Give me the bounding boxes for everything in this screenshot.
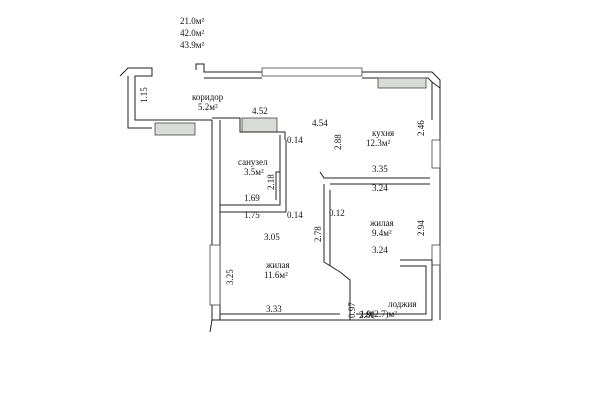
- loggia-name: лоджия: [388, 299, 417, 309]
- corridor-left-wall: [119, 67, 212, 121]
- total-area: 42.0м²: [180, 28, 204, 38]
- bottom-right-corner: [431, 81, 441, 89]
- kitchen-name: кухня: [372, 128, 394, 138]
- corridor-partition: [212, 117, 286, 140]
- bath-low-wall: [275, 171, 280, 200]
- living-area-total: 21.0м²: [180, 16, 204, 26]
- top-exterior-wall: [195, 63, 441, 320]
- bedroom-name: жилая: [369, 218, 394, 228]
- dim-corridor-depth: 1.15: [139, 87, 149, 103]
- dim-loggia-width: 2.80: [359, 310, 375, 320]
- dim-corridor-width: 4.52: [252, 106, 268, 116]
- dim-bedroom-side: 2.94: [416, 220, 426, 236]
- room-labels: коридор 5.2м² кухня 12.3м² санузел 3.5м²…: [192, 92, 417, 319]
- dim-kitchen-lower-b: 3.24: [372, 183, 388, 193]
- dim-partition-len: 2.78: [313, 226, 323, 242]
- dim-kitchen-depth-outer: 2.46: [416, 120, 426, 136]
- bathroom-area: 3.5м²: [244, 167, 264, 177]
- corridor-left-wall-inner: [127, 76, 152, 129]
- dim-kitchen-width: 4.54: [312, 118, 328, 128]
- living-area: 11.6м²: [264, 270, 288, 280]
- dimension-labels: 1.15 4.52 4.54 0.14 2.88 2.46 2.18 3.35 …: [139, 87, 426, 320]
- bath-right-wall-inner: [220, 140, 287, 213]
- bedroom-area: 9.4м²: [372, 228, 392, 238]
- bedroom-living-wall: [323, 184, 351, 320]
- dim-living-top: 3.05: [264, 232, 280, 242]
- loggia-area: 1.9(2.7)м²: [360, 309, 397, 319]
- dim-bedroom-bottom: 3.24: [372, 245, 388, 255]
- corridor-hatch-2: [241, 117, 278, 133]
- living-name: жилая: [265, 260, 290, 270]
- bathroom-name: санузел: [238, 157, 268, 167]
- dim-kitchen-depth-inner: 2.88: [333, 134, 343, 150]
- dim-wall-a: 0.14: [287, 135, 303, 145]
- loggia-wall: [350, 259, 433, 321]
- right-window-1: [431, 139, 441, 169]
- kitchen-area: 12.3м²: [366, 138, 390, 148]
- dim-bath-height: 2.18: [266, 174, 276, 190]
- dim-living-bottom: 3.33: [266, 304, 282, 314]
- dim-loggia-depth: 0.97: [347, 302, 357, 318]
- bath-right-wall: [220, 135, 281, 206]
- dim-wall-c: 0.12: [329, 208, 345, 218]
- dim-living-side: 3.25: [225, 269, 235, 285]
- corridor-hatch: [154, 122, 196, 136]
- area-summary: 21.0м² 42.0м² 43.9м²: [180, 16, 204, 50]
- kitchen-hatch: [377, 77, 427, 89]
- kitchen-bedroom-wall: [319, 171, 430, 179]
- right-window-2: [431, 244, 441, 266]
- corridor-name: коридор: [192, 92, 224, 102]
- dim-kitchen-lower-a: 3.35: [372, 164, 388, 174]
- total-area-with-loggia: 43.9м²: [180, 40, 204, 50]
- loggia-wall-inner: [356, 265, 427, 315]
- corridor-area: 5.2м²: [198, 102, 218, 112]
- dim-hall-width: 1.75: [244, 210, 260, 220]
- dim-bath-width: 1.69: [244, 193, 260, 203]
- walls: [119, 63, 441, 333]
- top-window: [261, 67, 363, 77]
- dim-wall-b: 0.14: [287, 210, 303, 220]
- left-window: [209, 244, 221, 306]
